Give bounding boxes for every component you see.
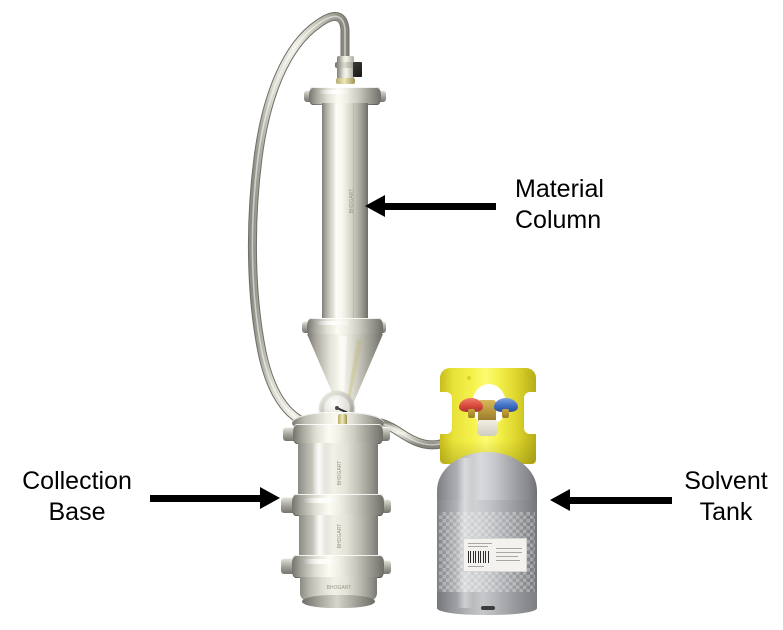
- collection-end-cap-bottom: [302, 595, 375, 608]
- material-column-arrowshaft: [382, 203, 496, 210]
- tank-collar-vent-hole: [467, 376, 471, 380]
- collection-base-arrow: [150, 487, 280, 509]
- tank-collar-slot-right: [524, 392, 536, 434]
- tank-label-line-1: [468, 543, 492, 544]
- liquid-valve-cap: [459, 398, 483, 412]
- tank-body-highlight: [457, 458, 473, 608]
- solvent-tank-arrowhead: [550, 489, 570, 511]
- tank-label-line-4: [496, 552, 522, 553]
- collection-base-arrowshaft: [150, 495, 263, 502]
- column-cone-reducer: [307, 334, 383, 404]
- tank-label-line-6: [496, 560, 520, 561]
- tank-label-line-2: [468, 546, 488, 547]
- tank-label-line-5: [496, 556, 518, 557]
- column-etch-mark: BHOGART: [349, 188, 355, 214]
- column-top-gasket: [336, 78, 355, 84]
- material-column-arrow: [365, 195, 496, 217]
- tank-base: [437, 592, 537, 615]
- tank-foot-notch: [481, 606, 495, 610]
- collection-top-clamp[interactable]: [293, 424, 383, 444]
- material-column-arrowhead: [365, 195, 385, 217]
- collection-base-arrowhead: [260, 487, 280, 509]
- vapor-valve-handle[interactable]: [494, 398, 518, 418]
- collection-base-lid-port[interactable]: [338, 414, 347, 426]
- tank-spec-label: [463, 538, 527, 572]
- column-barrel-seam: [353, 103, 354, 319]
- collection-bottom-clamp-highlight: [303, 559, 339, 564]
- column-barrel: [322, 103, 368, 319]
- collection-base-label: Collection Base: [22, 467, 132, 526]
- vapor-valve-cap: [494, 398, 518, 412]
- vapor-valve-stem: [502, 409, 509, 418]
- column-barrel-highlight: [333, 103, 341, 319]
- collection-upper-chamber: [298, 443, 378, 497]
- material-column-label: Material Column: [515, 175, 604, 234]
- collection-upper-etch: BHOGART: [337, 460, 343, 486]
- collection-lower-highlight: [313, 515, 327, 557]
- tank-barcode: [468, 551, 490, 563]
- gauge-pivot: [335, 406, 339, 410]
- recovery-hose: [247, 12, 350, 429]
- solvent-tank-arrow: [550, 489, 672, 511]
- column-top-clamp-highlight: [318, 90, 350, 94]
- solvent-tank-label: Solvent Tank: [684, 467, 768, 526]
- tank-label-line-7: [468, 566, 484, 567]
- collection-lower-etch: BHOGART: [337, 523, 343, 549]
- collection-cap-etch: BHOGART: [326, 585, 352, 591]
- collection-upper-highlight: [312, 443, 326, 497]
- tank-valve-neck: [477, 420, 498, 436]
- collection-lower-chamber: [299, 515, 378, 557]
- column-top-fitting-collar: [335, 62, 356, 68]
- solvent-tank-arrowshaft: [567, 497, 672, 504]
- liquid-valve-stem: [468, 409, 475, 418]
- tank-label-line-3: [496, 548, 522, 549]
- tank-collar-slot-left: [440, 392, 452, 434]
- column-top-sight-glass: [353, 62, 362, 77]
- liquid-valve-handle[interactable]: [459, 398, 483, 418]
- column-bottom-clamp-highlight: [316, 321, 350, 325]
- collection-mid-clamp-highlight: [303, 498, 339, 503]
